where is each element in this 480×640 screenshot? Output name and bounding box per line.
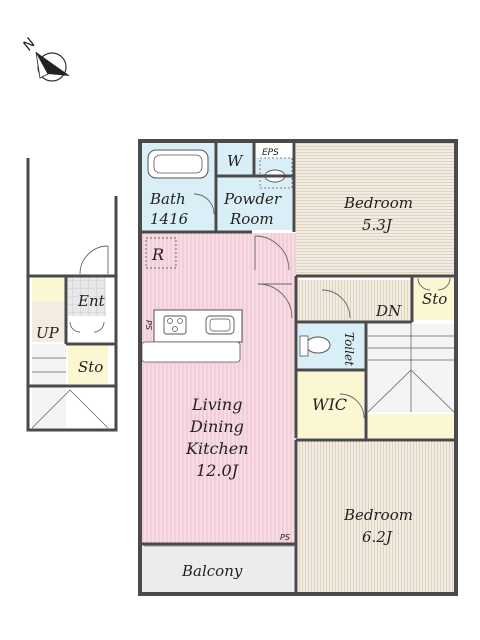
fridge-space xyxy=(145,237,177,269)
entrance-floor xyxy=(68,276,106,316)
storage-right-label: Sto xyxy=(422,290,447,308)
walls-main xyxy=(138,139,458,596)
compass-needle xyxy=(36,52,70,76)
washer-label: W xyxy=(227,152,244,170)
bathtub-icon xyxy=(147,149,209,179)
room-label: Room xyxy=(229,210,274,228)
toilet-bowl-icon xyxy=(305,336,331,354)
compass-letter: N xyxy=(20,35,39,54)
ps-balcony-label: PS xyxy=(280,533,290,542)
bath-size-label: 1416 xyxy=(150,210,189,228)
storage-left-label: Sto xyxy=(78,358,103,376)
bedroom-2-size: 6.2J xyxy=(362,528,393,546)
wic-label: WIC xyxy=(312,395,347,414)
bedroom-1-label: Bedroom xyxy=(343,194,413,212)
bedroom-2-label: Bedroom xyxy=(343,506,413,524)
ps-kitchen-label: PS xyxy=(144,320,153,330)
sink-icon xyxy=(205,315,235,335)
storage-left-floor xyxy=(68,344,108,384)
stove-icon xyxy=(163,315,187,335)
entrance-label: Ent xyxy=(77,292,106,310)
ldk-label-1: Living xyxy=(191,395,242,414)
bedroom-1-floor xyxy=(296,143,454,275)
ldk-label-2: Dining xyxy=(189,417,244,436)
ldk-size-label: 12.0J xyxy=(196,461,240,480)
compass: N xyxy=(20,35,70,82)
wic-floor xyxy=(298,372,364,438)
bedroom-1-size: 5.3J xyxy=(362,216,393,234)
bath-label: Bath xyxy=(149,190,186,208)
washer-area xyxy=(218,143,254,175)
ldk-floor xyxy=(142,233,296,543)
down-label: DN xyxy=(375,302,402,320)
shoe-storage xyxy=(32,276,66,302)
walls-annex xyxy=(26,158,118,432)
bedroom-2-floor xyxy=(298,440,454,592)
powder-label: Powder xyxy=(223,190,282,208)
eps-label: EPS xyxy=(262,148,279,158)
ldk-label-3: Kitchen xyxy=(185,439,249,458)
fridge-label: R xyxy=(151,245,164,264)
up-label: UP xyxy=(36,324,60,342)
toilet-label: Toilet xyxy=(342,332,356,366)
up-stair-floor xyxy=(32,302,66,342)
balcony-floor xyxy=(142,546,296,594)
hall-floor xyxy=(296,280,412,322)
balcony-label: Balcony xyxy=(181,562,243,580)
